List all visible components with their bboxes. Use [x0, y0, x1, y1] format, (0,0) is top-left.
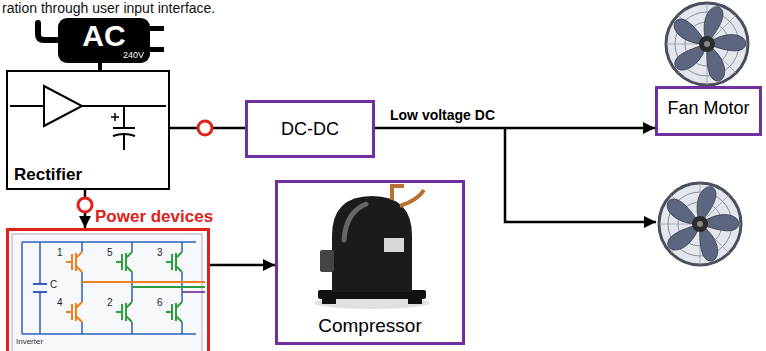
switch-number: 5	[107, 247, 113, 259]
inverter-schematic	[116, 302, 132, 322]
node-label: AC	[82, 21, 125, 51]
rectifier-symbol	[10, 105, 44, 107]
inverter-schematic	[166, 302, 182, 322]
probe-marker	[198, 121, 212, 135]
probe-marker	[78, 198, 92, 212]
plug-prongs	[148, 26, 164, 52]
inverter-schematic	[22, 242, 196, 334]
compressor-illustration	[384, 238, 404, 252]
plug-prongs	[148, 47, 164, 52]
switch-number: 1	[57, 247, 63, 259]
rectifier-symbol	[123, 134, 125, 150]
compressor-illustration	[320, 250, 334, 272]
node-sublabel: 240V	[123, 51, 144, 60]
inverter-schematic	[82, 281, 205, 283]
inverter-schematic	[132, 286, 205, 288]
compressor-illustration	[392, 186, 424, 206]
node-label: Power devices	[95, 207, 213, 227]
compressor-illustration	[314, 186, 430, 309]
rectifier-symbol	[123, 106, 125, 128]
ac-plug: AC240V	[58, 18, 150, 63]
power-devices-box: Power devices	[6, 228, 210, 351]
node-label: Rectifier	[14, 165, 82, 185]
inverter-schematic	[33, 284, 47, 292]
inverter-schematic	[82, 282, 205, 292]
switch-number: 6	[157, 297, 163, 309]
rectifier-box: Rectifier	[6, 70, 170, 190]
inverter-schematic	[12, 234, 205, 351]
switch-number: 3	[157, 247, 163, 259]
connector	[375, 127, 655, 130]
compressor-illustration	[408, 297, 422, 304]
node-label: DC-DC	[281, 119, 339, 140]
converter-box: DC-DC	[245, 100, 375, 158]
rectifier-symbol	[10, 86, 166, 150]
rectifier-symbol	[111, 113, 119, 121]
switch-number: 4	[57, 297, 63, 309]
fan-illustration	[659, 183, 741, 265]
inverter-schematic	[166, 252, 182, 272]
connector	[210, 264, 275, 267]
inverter-schematic	[66, 252, 82, 272]
capacitor-label: C	[50, 279, 57, 291]
inverter-schematic	[182, 291, 205, 293]
plug-cord	[38, 23, 58, 40]
node-label: Compressor	[318, 315, 421, 337]
connector	[98, 63, 102, 70]
rectifier-symbol	[113, 127, 135, 129]
edge-label: Low voltage DC	[390, 107, 495, 123]
plug-prongs	[148, 26, 164, 31]
switch-number: 2	[107, 297, 113, 309]
compressor-illustration	[344, 204, 366, 240]
compressor-illustration	[332, 196, 412, 292]
schematic-caption: Inverter	[16, 337, 43, 346]
branch-wire	[505, 128, 656, 222]
inverter-schematic	[22, 242, 196, 334]
compressor-box: Compressor	[275, 180, 465, 345]
fan-motor-box: Fan Motor	[655, 86, 762, 136]
inverter-schematic	[116, 252, 132, 272]
node-label: Fan Motor	[667, 98, 749, 119]
fan-illustration	[666, 3, 748, 85]
inverter-schematic	[39, 242, 41, 334]
rectifier-symbol	[44, 86, 82, 126]
inverter-schematic	[12, 234, 202, 351]
cut-off-caption-text: ration through user input interface.	[2, 0, 215, 16]
compressor-illustration	[322, 297, 336, 304]
inverter-schematic	[66, 302, 82, 322]
